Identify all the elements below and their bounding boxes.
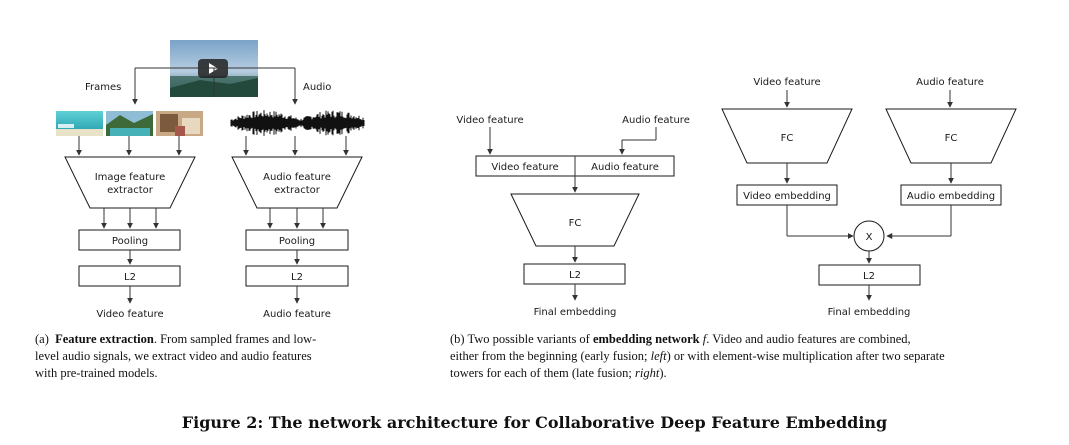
audio-extractor-label-line2: extractor <box>274 185 321 196</box>
caption-b-bold: embedding network <box>592 332 700 346</box>
figure-title: Figure 2: The network architecture for C… <box>181 413 888 432</box>
caption-b-line2a: either from the beginning (early fusion; <box>450 349 651 363</box>
late-audio-input-label: Audio feature <box>916 77 984 88</box>
video-feature-output: Video feature <box>96 309 163 320</box>
audio-embedding-label: Audio embedding <box>907 191 995 202</box>
late-final-embedding-label: Final embedding <box>828 307 911 318</box>
embedding-to-multiply-lines <box>786 205 952 239</box>
audio-extractor-label-line1: Audio feature <box>263 172 331 183</box>
video-l2-label: L2 <box>124 272 136 283</box>
multiply-symbol: X <box>866 232 873 243</box>
late-l2-label: L2 <box>863 271 875 282</box>
early-audio-input-label: Audio feature <box>622 115 690 126</box>
caption-a-bold: Feature extraction <box>55 332 154 346</box>
audio-label: Audio <box>303 82 331 93</box>
caption-b-prefix: (b) Two possible variants of <box>450 332 593 346</box>
audio-feature-output: Audio feature <box>263 309 331 320</box>
concat-feature-box <box>475 155 675 177</box>
concat-audio-feature-label: Audio feature <box>591 162 659 173</box>
late-audio-fc-layer <box>885 108 1017 164</box>
caption-b-line2b: ) or with element-wise multiplication af… <box>666 349 945 363</box>
frame-image-2 <box>106 111 153 136</box>
concat-video-feature-label: Video feature <box>491 162 558 173</box>
frame-image-3 <box>156 111 203 136</box>
frames-label: Frames <box>85 82 121 93</box>
input-split-lines <box>132 67 298 105</box>
video-embedding-label: Video embedding <box>743 191 831 202</box>
caption-b-symbol: f <box>699 332 707 346</box>
caption-b-line2-italic: left <box>650 349 667 363</box>
caption-a: (a) Feature extraction. From sampled fra… <box>35 331 435 382</box>
caption-b-line3-italic: right <box>635 366 660 380</box>
frames-to-extractor-arrows <box>76 136 349 156</box>
audio-feature-extractor <box>231 156 363 209</box>
caption-a-line3: with pre-trained models. <box>35 366 158 380</box>
late-audio-fc-label: FC <box>945 133 958 144</box>
audio-l2-label: L2 <box>291 272 303 283</box>
caption-b-line1: . Video and audio features are combined, <box>706 332 911 346</box>
video-pooling-label: Pooling <box>112 236 148 247</box>
early-video-input-label: Video feature <box>456 115 523 126</box>
caption-b-line3a: towers for each of them (late fusion; <box>450 366 636 380</box>
image-extractor-label-line2: extractor <box>107 185 154 196</box>
audio-pooling-label: Pooling <box>279 236 315 247</box>
caption-b-line3b: ). <box>659 366 667 380</box>
caption-a-prefix: (a) <box>35 332 49 346</box>
late-video-fc-layer <box>721 108 853 164</box>
caption-a-line1: . From sampled frames and low- <box>153 332 317 346</box>
early-l2-label: L2 <box>569 270 581 281</box>
early-fc-label: FC <box>569 218 582 229</box>
late-video-input-label: Video feature <box>753 77 820 88</box>
early-final-embedding-label: Final embedding <box>534 307 617 318</box>
image-feature-extractor <box>64 156 196 209</box>
sampled-frames <box>56 111 203 136</box>
extractor-to-pooling-arrows <box>101 208 326 229</box>
early-fc-layer <box>510 193 640 247</box>
caption-b: (b) Two possible variants of embedding n… <box>450 331 1050 382</box>
audio-waveform <box>230 110 365 136</box>
image-extractor-label-line1: Image feature <box>95 172 166 183</box>
frame-image-1 <box>56 111 103 136</box>
late-video-fc-label: FC <box>781 133 794 144</box>
caption-a-line2: level audio signals, we extract video an… <box>35 349 312 363</box>
